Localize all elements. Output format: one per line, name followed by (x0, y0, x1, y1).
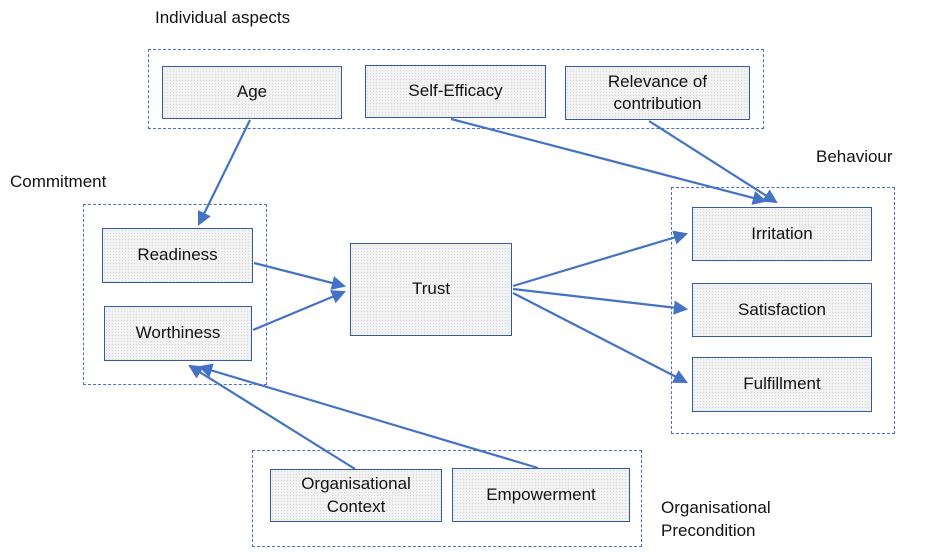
node-fulfillment-label: Fulfillment (743, 374, 821, 394)
node-empowerment: Empowerment (452, 468, 630, 522)
edge-trust-fulfillment (512, 292, 688, 383)
group-label-organisational-precondition: Organisational Precondition (661, 498, 771, 540)
node-worthiness-label: Worthiness (135, 323, 221, 343)
node-organisational-context-label: Organisational Context (301, 474, 411, 516)
node-irritation: Irritation (692, 207, 872, 261)
edge-trust-satisfaction (512, 287, 689, 315)
node-self-efficacy-label: Self-Efficacy (408, 81, 503, 101)
node-satisfaction: Satisfaction (692, 283, 872, 337)
group-label-individual-aspects: Individual aspects (155, 8, 291, 27)
node-worthiness: Worthiness (104, 306, 252, 361)
group-label-behaviour: Behaviour (816, 147, 893, 166)
node-relevance-of-contribution-label: Relevance of contribution (607, 71, 708, 113)
edge-trust-irritation (512, 230, 689, 288)
node-trust: Trust (350, 243, 512, 336)
node-self-efficacy: Self-Efficacy (365, 65, 546, 118)
node-fulfillment: Fulfillment (692, 357, 872, 412)
node-organisational-context: Organisational Context (270, 469, 442, 522)
group-behaviour (671, 187, 895, 434)
node-readiness: Readiness (102, 228, 253, 283)
node-satisfaction-label: Satisfaction (738, 299, 826, 319)
node-empowerment-label: Empowerment (486, 484, 596, 504)
node-age-label: Age (236, 82, 268, 102)
group-commitment (83, 204, 267, 385)
edge-readiness-trust (253, 261, 347, 290)
node-relevance-of-contribution: Relevance of contribution (565, 66, 750, 120)
group-label-commitment: Commitment (10, 172, 107, 191)
node-irritation-label: Irritation (751, 223, 813, 243)
group-individual-aspects (148, 49, 764, 129)
node-age: Age (162, 66, 342, 119)
node-readiness-label: Readiness (137, 245, 218, 265)
node-trust-label: Trust (411, 279, 451, 299)
group-organisational-precondition (252, 450, 642, 547)
